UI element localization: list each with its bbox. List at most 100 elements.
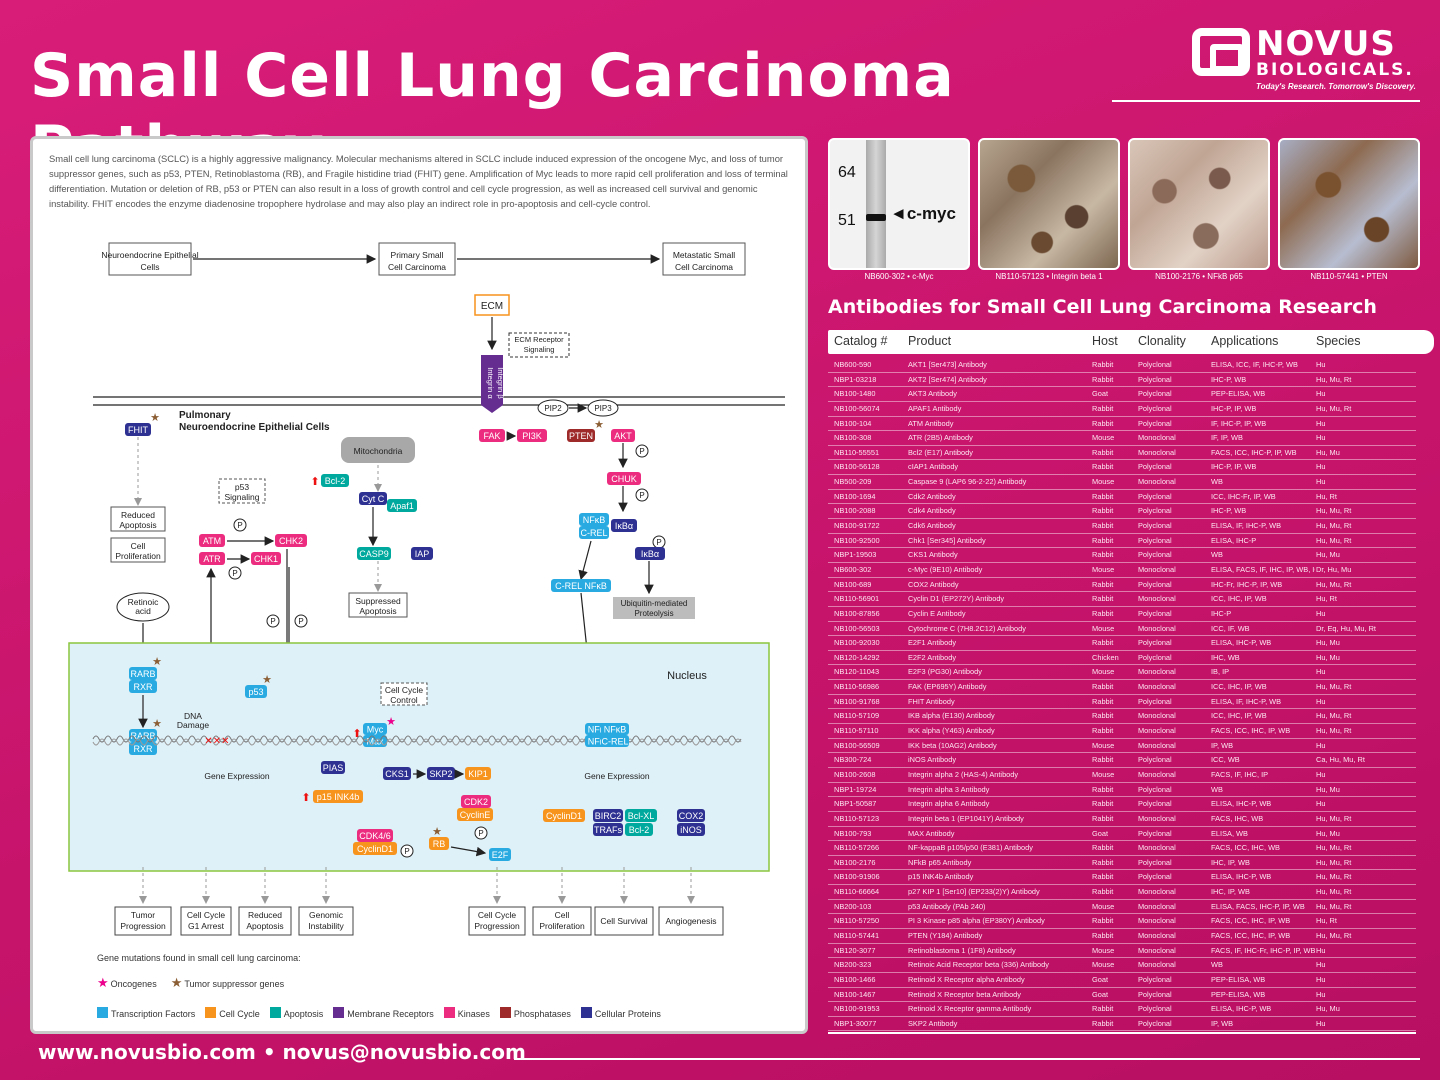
table-cell: NB100-92030 [834, 638, 880, 648]
myc-box [363, 723, 387, 735]
nfkb-top: NFκB [583, 515, 606, 525]
table-cell: Hu, Mu [1316, 447, 1340, 457]
table-cell: NB100-92500 [834, 535, 880, 545]
inos-box [677, 823, 705, 836]
mutation-star-icon: ★ [152, 656, 162, 668]
legend-category-label: Membrane Receptors [347, 1009, 434, 1019]
table-cell: Monoclonal [1138, 740, 1176, 750]
table-cell: ELISA, ICC, IF, IHC-P, WB [1211, 360, 1298, 369]
western-blot-thumbnail[interactable]: 64 51 ◄c-myc [828, 138, 970, 270]
table-cell: Polyclonal [1138, 857, 1172, 867]
table-cell: Rabbit [1092, 550, 1114, 560]
fak: FAK [483, 431, 500, 441]
mutation-star-icon: ★ [432, 826, 442, 838]
table-cell: Mouse [1092, 667, 1115, 677]
table-cell: NBP1-19724 [834, 784, 877, 794]
table-cell: Hu [1316, 740, 1326, 750]
e2f: E2F [492, 850, 509, 860]
legend-swatch [205, 1007, 217, 1018]
table-cell: PI 3 Kinase p85 alpha (EP380Y) Antibody [908, 916, 1045, 926]
table-cell: iNOS Antibody [908, 755, 957, 765]
table-cell: Rabbit [1092, 726, 1114, 736]
kip1-box [465, 767, 491, 780]
p53-signaling: p53 [235, 482, 249, 492]
phosphate-label: P [404, 847, 409, 856]
bcl2-box [321, 474, 349, 487]
ihc-thumbnail[interactable] [1278, 138, 1420, 270]
ihc-thumbnail[interactable] [1128, 138, 1270, 270]
bcl2-target: Bcl-2 [629, 825, 650, 835]
table-cell: Goat [1092, 974, 1109, 984]
table-cell: Monoclonal [1138, 667, 1176, 677]
cdk46: CDK4/6 [359, 831, 391, 841]
table-cell: Mouse [1092, 769, 1115, 779]
table-cell: FACS, ICC, IHC, IP, WB [1211, 726, 1291, 736]
table-cell: WB [1211, 550, 1223, 560]
table-cell: Rabbit [1092, 930, 1114, 940]
crel-nfkb-box [551, 579, 611, 592]
ihc-thumbnail[interactable] [978, 138, 1120, 270]
akt-box [611, 429, 635, 442]
table-cell: Rabbit [1092, 1004, 1114, 1014]
product-thumbnails: 64 51 ◄c-myc NB600-302 • c-Myc NB110-571… [828, 138, 1422, 286]
table-cell: ELISA, IHC-P, WB [1211, 872, 1272, 882]
rb: RB [433, 839, 446, 849]
table-cell: E2F2 Antibody [908, 652, 957, 662]
p15: p15 INK4b [317, 792, 360, 802]
footer-contact[interactable]: www.novusbio.com • novus@novusbio.com [38, 1040, 526, 1064]
phosphate-label: P [270, 617, 275, 626]
table-cell: Hu [1316, 799, 1326, 809]
ecm-box [474, 294, 510, 316]
legend-swatch [97, 1007, 108, 1018]
table-cell: Cdk6 Antibody [908, 521, 956, 531]
dna-strand [92, 735, 742, 743]
